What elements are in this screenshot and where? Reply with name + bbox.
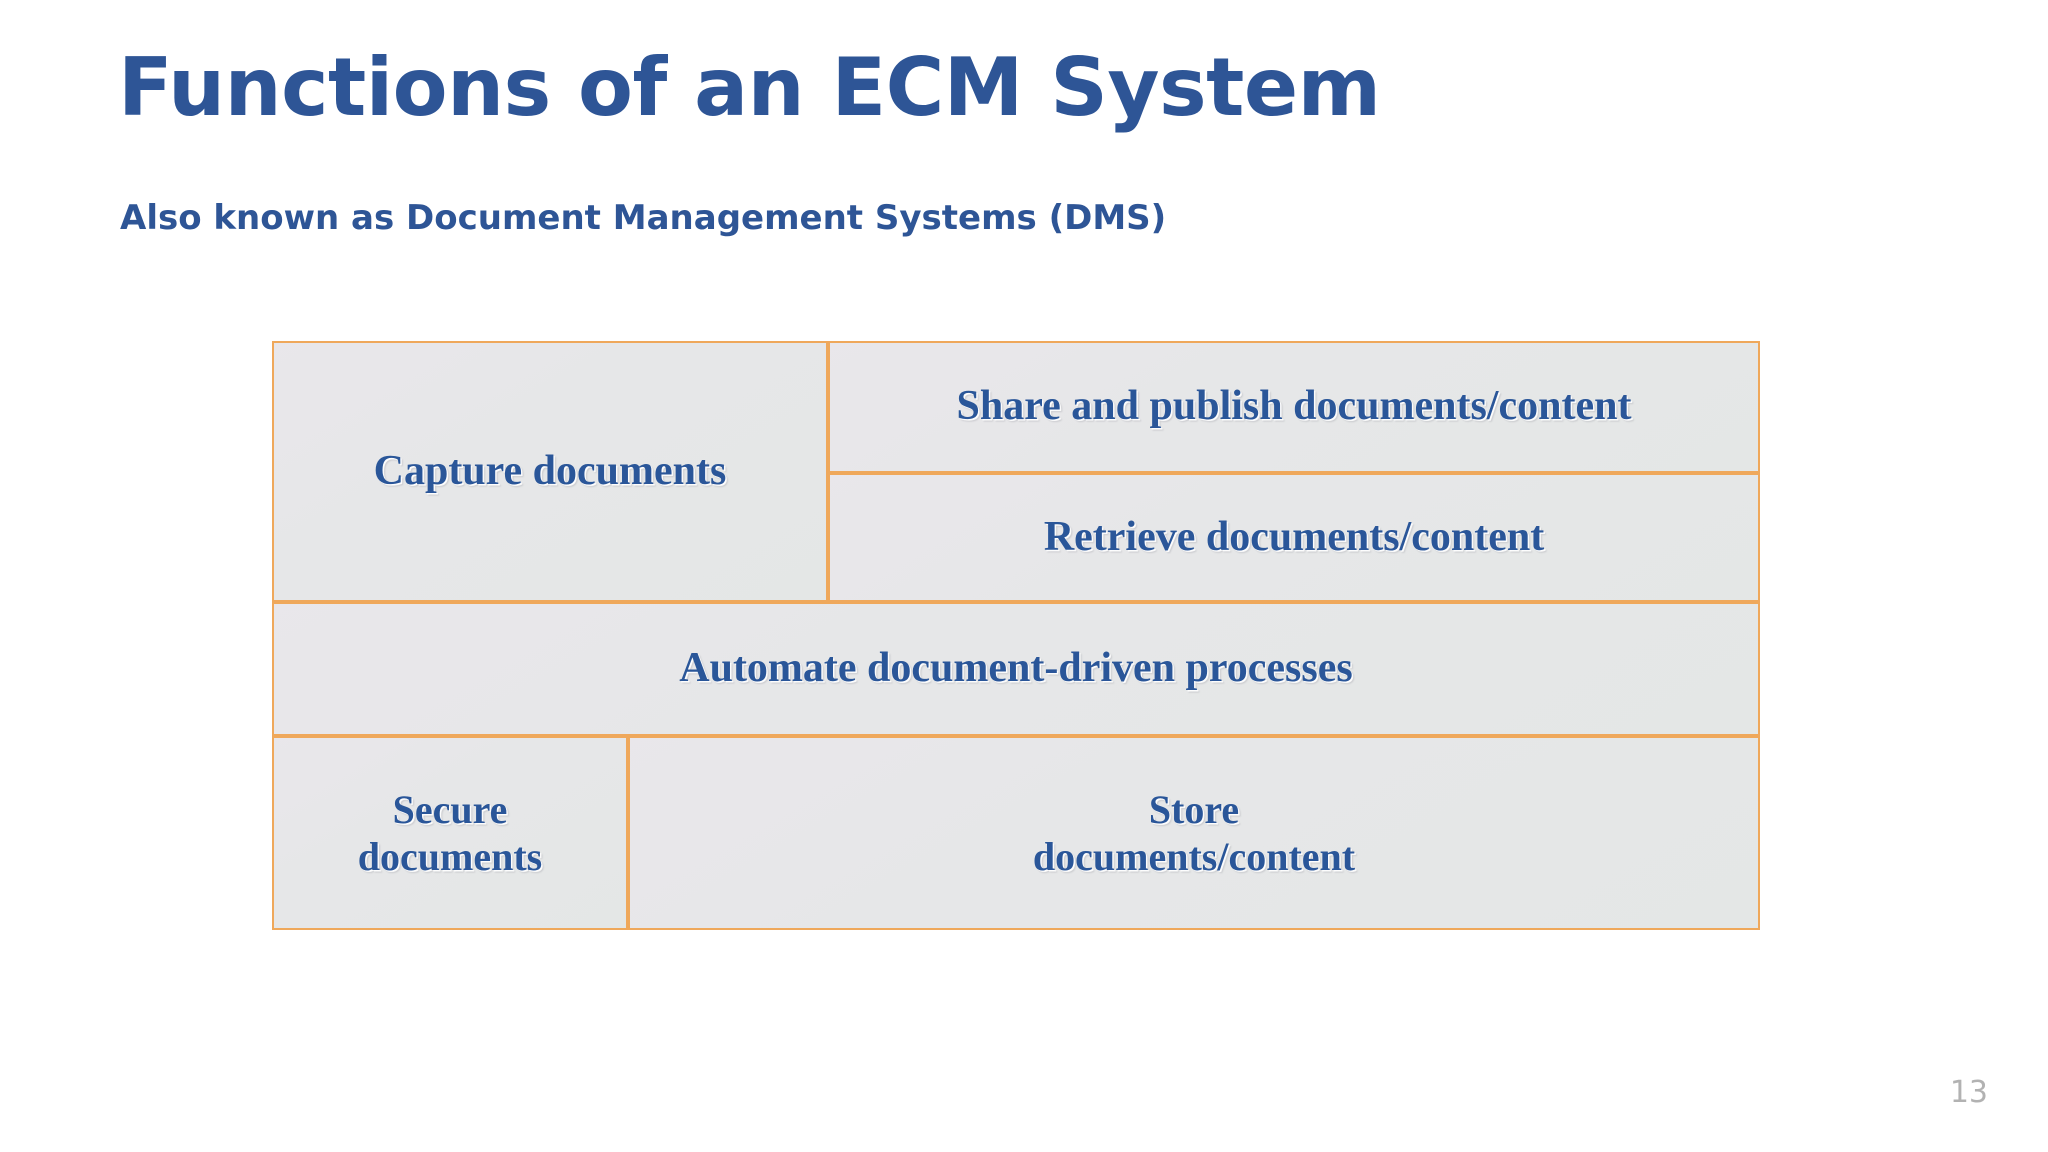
page-title: Functions of an ECM System [118,41,1381,134]
matrix-cell-capture-documents-label: Capture documents [373,447,727,494]
matrix-cell-secure-documents-line2: documents [357,834,543,879]
matrix-cell-share-and-publish-label: Share and publish documents/content [956,383,1632,430]
matrix-cell-automate-processes: Automate document-driven processes [272,602,1760,736]
matrix-cell-secure-documents: Secure documents [272,736,628,930]
matrix-cell-retrieve-documents-label: Retrieve documents/content [1043,513,1545,560]
ecm-functions-matrix: Capture documents Share and publish docu… [272,341,1760,930]
matrix-cell-share-and-publish: Share and publish documents/content [828,341,1760,473]
matrix-cell-secure-documents-line1: Secure [392,786,508,832]
matrix-cell-capture-documents: Capture documents [272,341,828,602]
page-number: 13 [1949,1075,1988,1110]
page-subtitle: Also known as Document Management System… [120,198,1167,238]
matrix-cell-retrieve-documents: Retrieve documents/content [828,473,1760,602]
matrix-cell-automate-processes-label: Automate document-driven processes [679,645,1353,692]
matrix-cell-store-documents-line1: Store [1148,786,1240,832]
matrix-cell-store-documents-label: Store documents/content [1033,786,1355,880]
matrix-cell-secure-documents-label: Secure documents [358,786,542,880]
matrix-cell-store-documents: Store documents/content [628,736,1760,930]
matrix-cell-store-documents-line2: documents/content [1032,834,1356,879]
